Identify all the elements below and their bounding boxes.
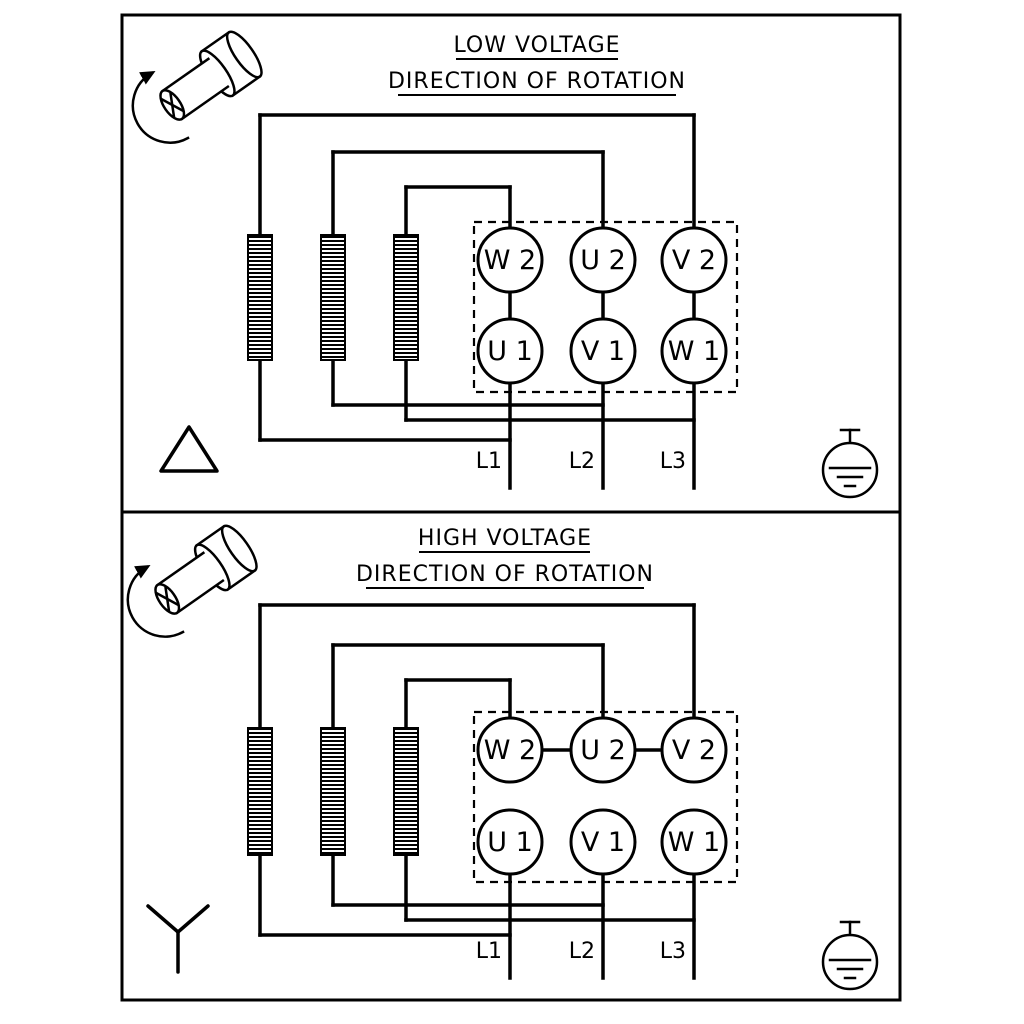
star-connection-icon	[146, 904, 210, 974]
terminal-v2: V 2	[660, 226, 728, 294]
terminal-v2: V 2	[660, 716, 728, 784]
low-rotation-subtitle: DIRECTION OF ROTATION	[388, 69, 686, 94]
svg-text:U 1: U 1	[487, 336, 533, 367]
line-label-l3: L3	[660, 939, 686, 964]
svg-text:W 1: W 1	[668, 336, 720, 367]
rotation-direction-icon	[131, 25, 269, 144]
high-voltage-wiring	[258, 603, 696, 980]
svg-text:U 1: U 1	[487, 827, 533, 858]
winding-coil-icon	[247, 727, 273, 856]
rotation-arrow-icon	[131, 71, 190, 144]
line-label-l1: L1	[476, 449, 502, 474]
terminal-u2: U 2	[569, 716, 637, 784]
low-voltage-title: LOW VOLTAGE	[453, 33, 620, 58]
low-terminals: W 2 U 2 V 2 U 1 V 1 W 1	[476, 226, 728, 385]
delta-connection-icon	[159, 425, 219, 473]
svg-text:V 1: V 1	[581, 827, 625, 858]
winding-coil-icon	[393, 727, 419, 856]
svg-text:U 2: U 2	[580, 245, 626, 276]
high-terminal-block	[472, 710, 739, 884]
earth-ground-icon	[821, 428, 879, 499]
winding-coil-icon	[247, 234, 273, 361]
rotation-direction-icon	[126, 519, 264, 638]
terminal-v1: V 1	[569, 808, 637, 876]
rotation-arrow-icon	[126, 565, 185, 638]
winding-coil-icon	[393, 234, 419, 361]
high-rotation-subtitle: DIRECTION OF ROTATION	[356, 562, 654, 587]
svg-text:V 2: V 2	[672, 245, 716, 276]
terminal-v1: V 1	[569, 317, 637, 385]
svg-text:W 1: W 1	[668, 827, 720, 858]
svg-text:U 2: U 2	[580, 735, 626, 766]
winding-coil-icon	[320, 727, 346, 856]
winding-coil-icon	[320, 234, 346, 361]
diagram-border	[120, 13, 902, 1002]
svg-text:V 2: V 2	[672, 735, 716, 766]
high-voltage-title: HIGH VOLTAGE	[418, 526, 592, 551]
low-voltage-windings	[247, 234, 419, 361]
high-voltage-windings	[247, 727, 419, 856]
line-label-l2: L2	[569, 449, 595, 474]
terminal-w2: W 2	[476, 226, 544, 294]
low-voltage-panel: LOW VOLTAGE DIRECTION OF ROTATION	[131, 25, 879, 499]
terminal-u1: U 1	[476, 317, 544, 385]
terminal-w2: W 2	[476, 716, 544, 784]
line-label-l2: L2	[569, 939, 595, 964]
high-terminals: W 2 U 2 V 2 U 1 V 1 W 1	[476, 716, 728, 876]
high-voltage-panel: HIGH VOLTAGE DIRECTION OF ROTATION	[126, 519, 879, 991]
terminal-w1: W 1	[660, 808, 728, 876]
svg-text:V 1: V 1	[581, 336, 625, 367]
line-label-l3: L3	[660, 449, 686, 474]
low-terminal-block	[472, 220, 739, 394]
svg-text:W 2: W 2	[484, 735, 536, 766]
terminal-u1: U 1	[476, 808, 544, 876]
earth-ground-icon	[821, 920, 879, 991]
terminal-u2: U 2	[569, 226, 637, 294]
line-label-l1: L1	[476, 939, 502, 964]
svg-text:W 2: W 2	[484, 245, 536, 276]
terminal-w1: W 1	[660, 317, 728, 385]
